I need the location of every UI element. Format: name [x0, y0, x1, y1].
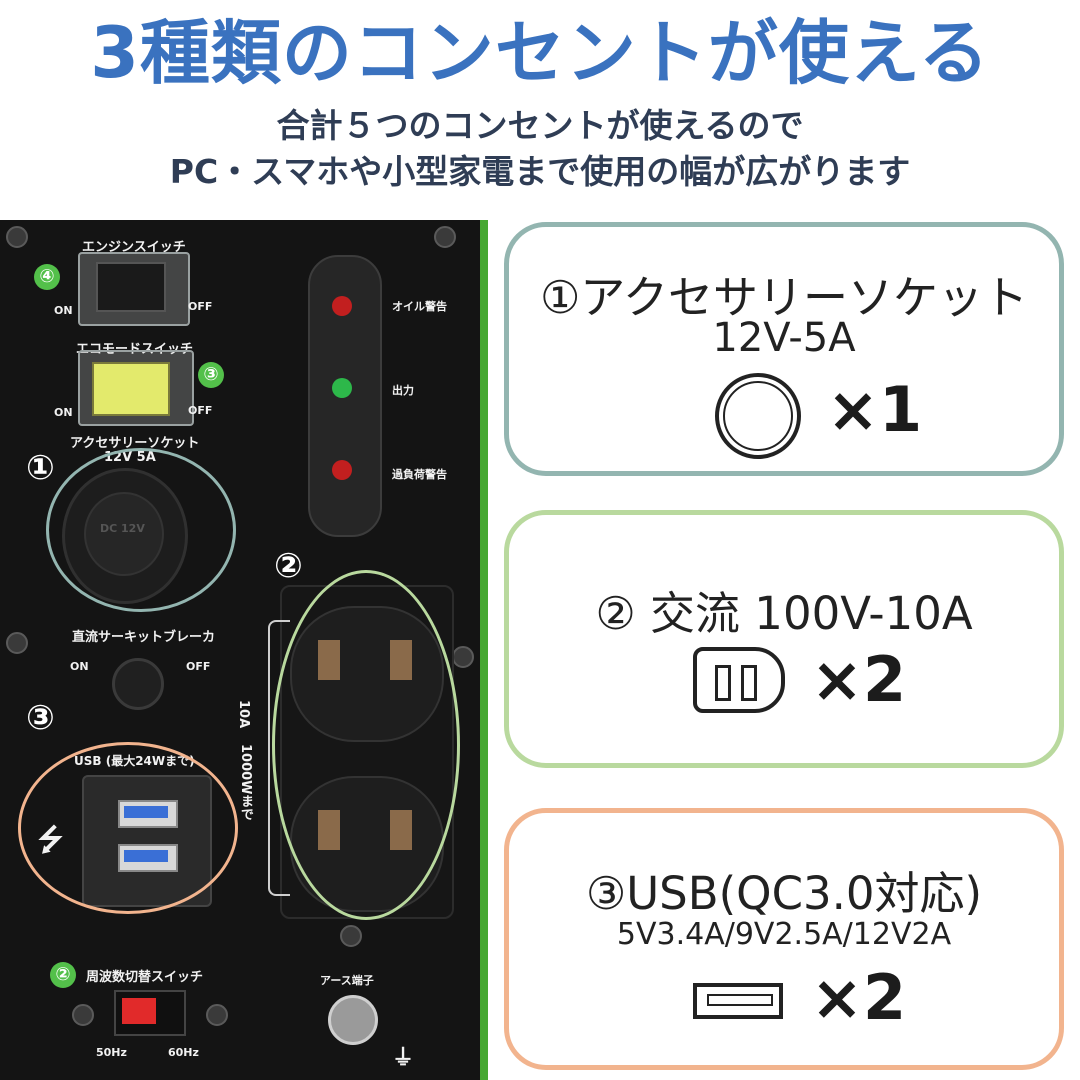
- usb-port-icon: [693, 983, 783, 1019]
- screw-icon: [6, 226, 28, 248]
- breaker-on-label: ON: [70, 660, 89, 673]
- usb-title: ③USB(QC3.0対応): [585, 867, 983, 920]
- oil-warning-label: オイル警告: [392, 300, 447, 313]
- marker-3: ③: [26, 698, 55, 738]
- marker-1: ①: [26, 448, 55, 488]
- ac-outlet-icon-slot-left: [715, 665, 731, 701]
- hz50-label: 50Hz: [96, 1046, 127, 1059]
- accessory-socket-label: アクセサリーソケット: [70, 436, 200, 451]
- frequency-switch-label: 周波数切替スイッチ: [86, 970, 204, 985]
- eco-on-label: ON: [54, 406, 73, 419]
- ac-outlet-icon: [693, 647, 785, 713]
- ground-terminal-label: アース端子: [320, 974, 374, 987]
- accessory-socket-spec-box: ①アクセサリーソケット 12V-5A ×1: [504, 222, 1064, 476]
- usb-spec-box: ③USB(QC3.0対応) 5V3.4A/9V2.5A/12V2A ×2: [504, 808, 1064, 1070]
- cigarette-socket-icon-inner: [723, 381, 793, 451]
- ac-outlet-spec-box: ② 交流 100V-10A ×2: [504, 510, 1064, 768]
- overload-warning-label: 過負荷警告: [392, 468, 447, 481]
- breaker-off-label: OFF: [186, 660, 211, 673]
- screw-icon: [452, 646, 474, 668]
- ground-terminal[interactable]: [328, 995, 378, 1045]
- usb-port-icon-tongue: [707, 994, 773, 1006]
- screw-icon: [340, 925, 362, 947]
- engine-off-label: OFF: [188, 300, 213, 313]
- subtitle-line-2: PC・スマホや小型家電まで使用の幅が広がります: [169, 152, 911, 191]
- usb-highlight-ring: [18, 742, 238, 914]
- ac-rating-watts: 1000Wまで: [238, 744, 253, 821]
- ground-symbol-icon: ⏚: [392, 1046, 415, 1071]
- accessory-highlight-ring: [46, 448, 236, 612]
- green-marker-2: ②: [50, 962, 76, 988]
- engine-switch[interactable]: [96, 262, 166, 312]
- eco-off-label: OFF: [188, 404, 213, 417]
- accessory-socket-rating: 12V-5A: [712, 315, 856, 361]
- screw-icon: [72, 1004, 94, 1026]
- ac-outlet-icon-slot-right: [741, 665, 757, 701]
- output-label: 出力: [392, 384, 414, 397]
- usb-rating: 5V3.4A/9V2.5A/12V2A: [616, 917, 952, 952]
- output-led-icon: [332, 378, 352, 398]
- page-title: 3種類のコンセントが使える: [90, 12, 990, 94]
- green-marker-3: ③: [198, 362, 224, 388]
- ac-outlet-title: ② 交流 100V-10A: [595, 587, 973, 640]
- hz60-label: 60Hz: [168, 1046, 199, 1059]
- engine-on-label: ON: [54, 304, 73, 317]
- eco-switch-label: エコモードスイッチ: [76, 342, 194, 357]
- cigarette-socket-icon: [715, 373, 801, 459]
- oil-warning-led-icon: [332, 296, 352, 316]
- usb-count: ×2: [811, 961, 907, 1034]
- ac-rating-bracket: [268, 620, 290, 896]
- engine-switch-label: エンジンスイッチ: [82, 240, 186, 255]
- marker-2: ②: [274, 546, 303, 586]
- screw-icon: [206, 1004, 228, 1026]
- screw-icon: [6, 632, 28, 654]
- subtitle-line-1: 合計５つのコンセントが使えるので: [276, 106, 804, 145]
- green-marker-4: ④: [34, 264, 60, 290]
- ac-rating-amps: 10A: [236, 700, 251, 729]
- accessory-socket-count: ×1: [827, 373, 923, 446]
- frequency-switch-rocker: [122, 998, 156, 1024]
- eco-switch[interactable]: [92, 362, 170, 416]
- screw-icon: [434, 226, 456, 248]
- ac-highlight-ring: [272, 570, 460, 920]
- overload-led-icon: [332, 460, 352, 480]
- panel-green-edge: [480, 220, 488, 1080]
- ac-outlet-count: ×2: [811, 643, 907, 716]
- dc-breaker-button[interactable]: [112, 658, 164, 710]
- dc-breaker-label: 直流サーキットブレーカ: [72, 630, 216, 645]
- accessory-socket-title: ①アクセサリーソケット: [539, 271, 1029, 324]
